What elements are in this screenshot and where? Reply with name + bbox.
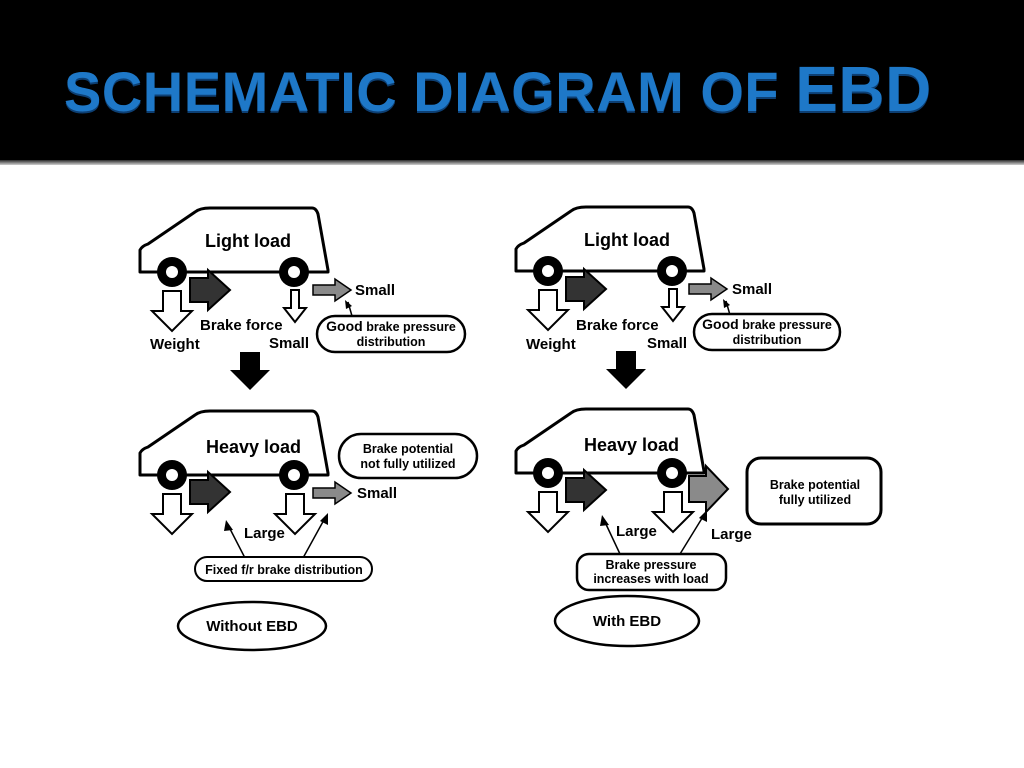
rear-force-arrow-icon bbox=[661, 288, 685, 322]
pressure-pointer-rear bbox=[679, 514, 705, 555]
small-arrow-icon bbox=[688, 277, 728, 301]
slide-title: SCHEMATIC DIAGRAM OF EBD bbox=[64, 52, 932, 126]
pressure-pointer-rear-head bbox=[699, 510, 707, 522]
weight-arrow-icon bbox=[527, 491, 569, 533]
without-ebd-caption: Without EBD bbox=[206, 618, 298, 635]
callout-line1: Good brake pressure bbox=[702, 316, 832, 332]
without-ebd-caption-ellipse bbox=[176, 600, 328, 652]
pressure-callout bbox=[575, 552, 728, 592]
right-heavy-load-vehicle: Heavy load bbox=[514, 407, 706, 488]
callout-line2: distribution bbox=[733, 333, 802, 347]
good-distribution-callout bbox=[315, 314, 467, 354]
callout-line1: Good brake pressure bbox=[326, 318, 456, 334]
vehicle-label: Light load bbox=[205, 231, 291, 251]
brake-force-label: Brake force bbox=[200, 317, 283, 334]
potential-callout bbox=[745, 456, 883, 526]
potential-callout-line1: Brake potential bbox=[363, 442, 453, 456]
fixed-distribution-label: Fixed f/r brake distribution bbox=[205, 563, 363, 577]
with-ebd-caption-ellipse bbox=[553, 594, 701, 648]
brake-force-arrow-icon bbox=[189, 269, 231, 311]
left-heavy-load-vehicle: Heavy load bbox=[138, 409, 330, 490]
potential-callout-line1: Brake potential bbox=[770, 478, 860, 492]
slide-title-main: SCHEMATIC DIAGRAM OF bbox=[64, 60, 780, 123]
transition-arrow-icon bbox=[230, 352, 270, 390]
rear-force-arrow-icon bbox=[283, 289, 307, 323]
distribution-pointer-front bbox=[227, 524, 246, 559]
callout-line1-rest: brake pressure bbox=[739, 318, 832, 332]
with-ebd-caption: With EBD bbox=[593, 613, 661, 630]
rear-wheel-icon bbox=[657, 256, 687, 286]
weight-label: Weight bbox=[150, 336, 200, 353]
weight-label: Weight bbox=[526, 336, 576, 353]
transition-arrow-icon bbox=[606, 351, 646, 389]
brake-force-label: Brake force bbox=[576, 317, 659, 334]
small-arrow-icon bbox=[312, 278, 352, 302]
large-front-label: Large bbox=[616, 523, 657, 540]
rear-wheel-icon bbox=[657, 458, 687, 488]
vehicle-label: Heavy load bbox=[206, 437, 301, 457]
callout-pointer-head bbox=[723, 299, 730, 308]
weight-arrow-icon bbox=[527, 289, 569, 331]
rear-force-arrow-icon bbox=[652, 491, 694, 533]
front-wheel-icon bbox=[157, 460, 187, 490]
rear-small-label: Small bbox=[269, 335, 309, 352]
callout-bold: Good bbox=[326, 318, 363, 334]
front-wheel-icon bbox=[157, 257, 187, 287]
pressure-pointer-front bbox=[603, 519, 621, 555]
potential-callout-line2: fully utilized bbox=[779, 493, 851, 507]
title-divider bbox=[0, 160, 1024, 165]
small-arrow-icon bbox=[312, 481, 352, 505]
brake-force-arrow-icon bbox=[189, 471, 231, 513]
front-wheel-icon bbox=[533, 256, 563, 286]
title-bar: SCHEMATIC DIAGRAM OF EBD bbox=[0, 0, 1024, 160]
brake-force-arrow-icon bbox=[565, 469, 607, 511]
arrow-small-label: Small bbox=[357, 485, 397, 502]
vehicle-label: Heavy load bbox=[584, 435, 679, 455]
weight-arrow-icon bbox=[151, 493, 193, 535]
slide-title-accent: EBD bbox=[795, 53, 932, 125]
fixed-distribution-callout bbox=[194, 556, 373, 582]
left-panel: Light load Small Brake force Weight Smal… bbox=[138, 206, 479, 652]
pressure-callout-line2: increases with load bbox=[593, 572, 708, 586]
callout-line2: distribution bbox=[357, 335, 426, 349]
callout-bold: Good bbox=[702, 316, 739, 332]
right-light-load-vehicle: Light load bbox=[514, 205, 706, 286]
right-panel: Light load Small Brake force Weight Smal… bbox=[514, 205, 883, 648]
weight-arrow-icon bbox=[151, 290, 193, 332]
brake-force-arrow-icon bbox=[565, 268, 607, 310]
arrow-small-label: Small bbox=[732, 281, 772, 298]
distribution-pointer-rear bbox=[302, 517, 326, 559]
callout-line1-rest: brake pressure bbox=[363, 320, 456, 334]
good-distribution-callout bbox=[692, 312, 842, 352]
callout-pointer-head bbox=[345, 300, 352, 309]
left-light-load-vehicle: Light load bbox=[138, 206, 330, 287]
pressure-pointer-front-head bbox=[600, 515, 609, 526]
large-label: Large bbox=[244, 525, 285, 542]
rear-wheel-icon bbox=[279, 460, 309, 490]
distribution-pointer-rear-head bbox=[320, 513, 328, 525]
rear-wheel-icon bbox=[279, 257, 309, 287]
vehicle-label: Light load bbox=[584, 230, 670, 250]
arrow-small-label: Small bbox=[355, 282, 395, 299]
large-rear-label: Large bbox=[711, 526, 752, 543]
pressure-callout-line1: Brake pressure bbox=[605, 558, 696, 572]
potential-callout bbox=[337, 432, 479, 480]
large-rear-arrow-icon bbox=[688, 463, 730, 515]
potential-callout-line2: not fully utilized bbox=[360, 457, 455, 471]
front-wheel-icon bbox=[533, 458, 563, 488]
rear-small-label: Small bbox=[647, 335, 687, 352]
distribution-pointer-front-head bbox=[224, 520, 233, 531]
